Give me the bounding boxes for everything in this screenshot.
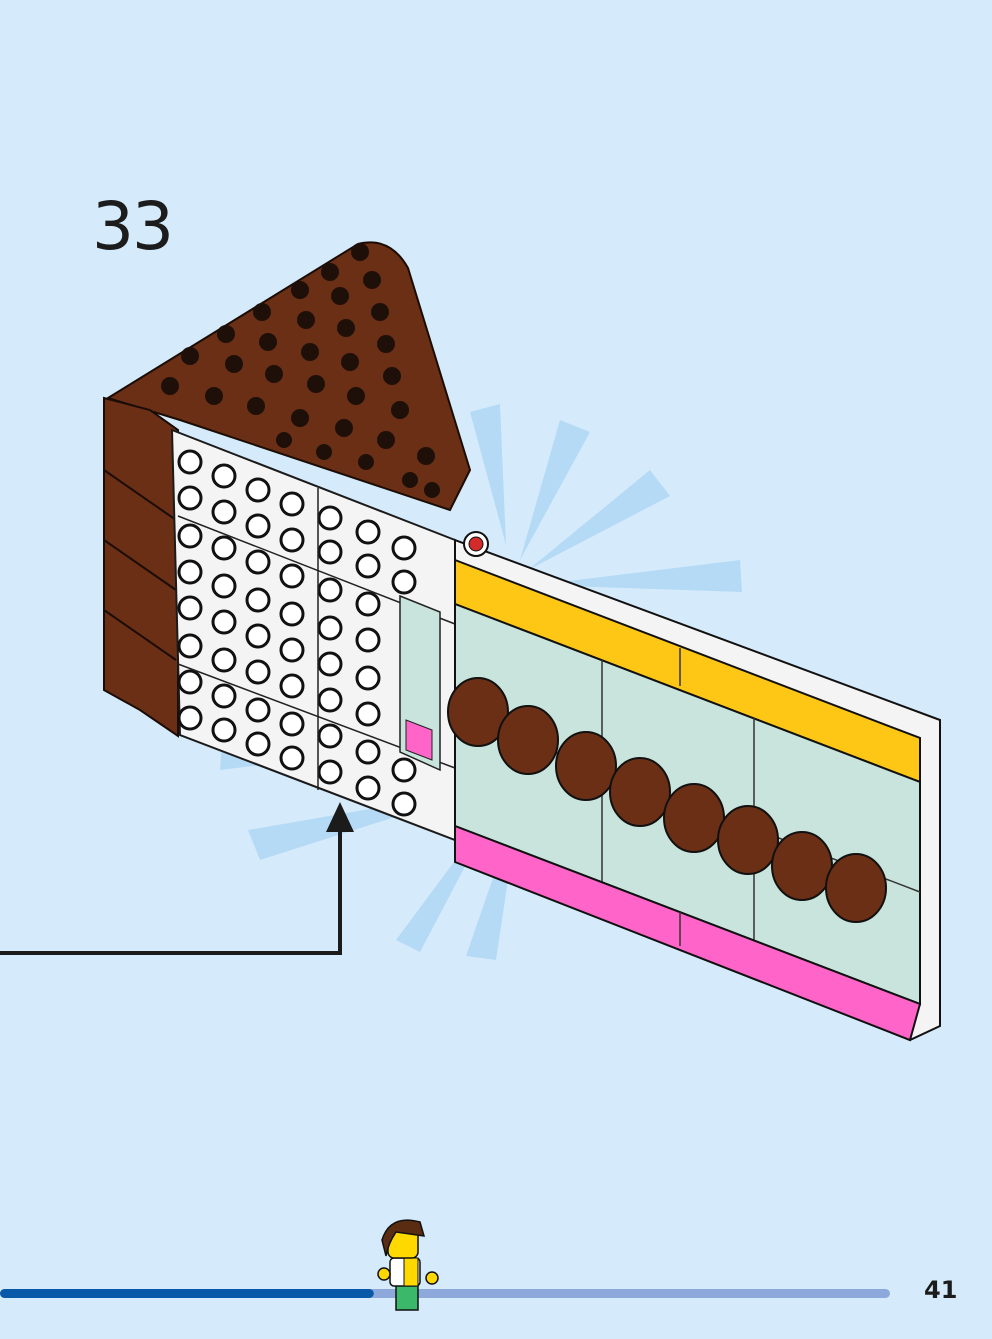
page-number: 41 [924,1276,958,1304]
white-studded-wall [170,428,456,842]
step-number: 33 [92,188,174,265]
progress-bar [0,1289,890,1298]
chocolate-frosting-decoration [447,677,887,923]
insertion-arrow-icon [0,802,354,955]
minifigure-progress-marker-icon [377,1219,439,1311]
progress-fill [0,1289,374,1298]
chocolate-side-wall [103,396,179,738]
chocolate-wedge-top [105,241,472,512]
